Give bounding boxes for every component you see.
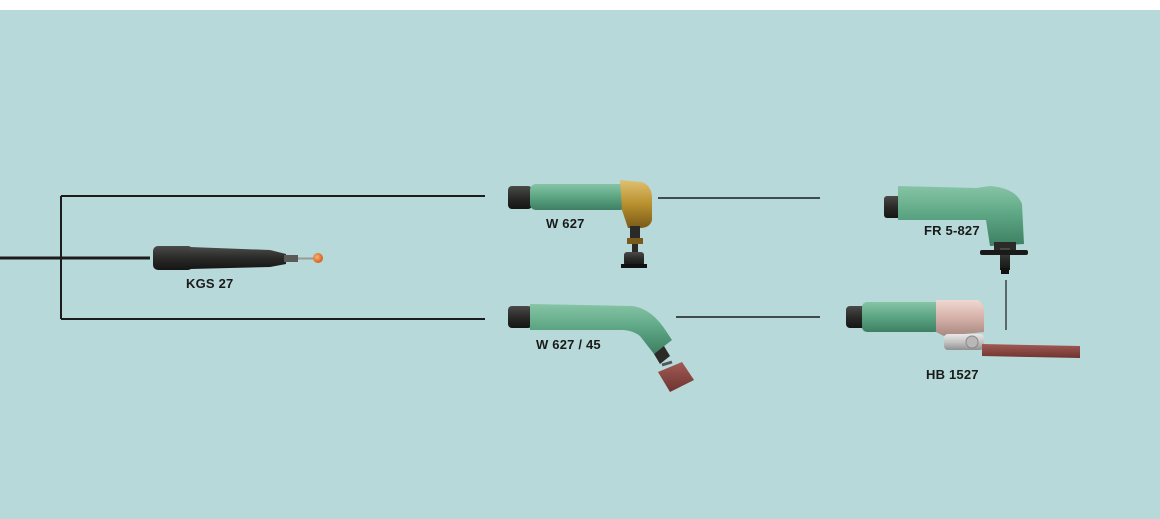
tool-label-kgs27: KGS 27: [186, 276, 233, 291]
tool-label-w627: W 627: [546, 216, 585, 231]
tool-diagram-canvas: KGS 27 W 627 W 627 / 45 FR 5-827 HB 1527: [0, 10, 1160, 519]
tool-label-fr5827: FR 5-827: [924, 223, 980, 238]
tool-hb1527-image: [846, 300, 1080, 358]
tool-kgs27-image: [153, 246, 323, 270]
tool-diagram: [0, 10, 1160, 519]
tool-label-hb1527: HB 1527: [926, 367, 979, 382]
tool-label-w627-45: W 627 / 45: [536, 337, 601, 352]
